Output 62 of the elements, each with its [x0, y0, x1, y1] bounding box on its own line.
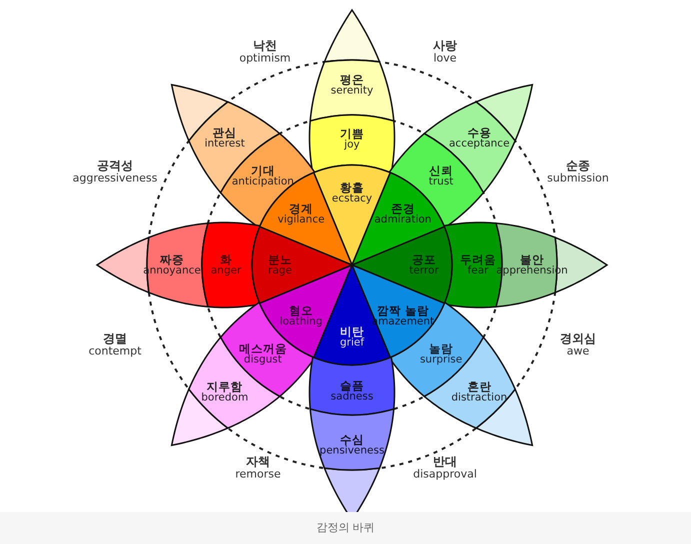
emotion-translation: anger — [210, 266, 242, 277]
emotion-name: 분노 — [268, 253, 292, 266]
emotion-translation: disgust — [244, 354, 282, 366]
emotion-translation: pensiveness — [320, 446, 384, 457]
emotion-name: 혐오 — [289, 304, 314, 316]
emotion-translation: admiration — [374, 214, 432, 226]
dyad-name: 반대 — [432, 455, 458, 469]
emotion-name: 메스꺼움 — [238, 342, 287, 355]
dyad-translation: submission — [547, 172, 609, 185]
emotion-translation: sadness — [330, 392, 374, 403]
caption: 감정의 바퀴 — [316, 520, 375, 535]
emotion-name: 공포 — [412, 253, 436, 266]
emotion-name: 짜증 — [159, 253, 185, 266]
dyad-translation: disapproval — [413, 468, 477, 481]
emotion-name: 지루함 — [206, 380, 243, 393]
dyad-name: 공격성 — [96, 159, 134, 173]
emotion-translation: interest — [204, 138, 245, 150]
dyad-name: 경멸 — [102, 332, 128, 346]
emotion-name: 두려움 — [460, 253, 496, 266]
emotion-name: 혼란 — [467, 380, 492, 393]
emotion-name: 기쁨 — [340, 127, 364, 140]
dyad-translation: remorse — [235, 468, 281, 481]
dyad-name: 사랑 — [433, 39, 457, 53]
dyad-translation: optimism — [239, 52, 291, 65]
emotion-name: 불안 — [520, 253, 544, 266]
emotion-name: 비탄 — [340, 325, 364, 338]
emotion-name: 슬픔 — [340, 379, 364, 392]
emotion-name: 수심 — [340, 433, 364, 446]
emotion-translation: terror — [409, 266, 439, 277]
emotion-name: 황홀 — [340, 181, 364, 194]
emotion-translation: trust — [428, 176, 454, 188]
emotion-translation: surprise — [420, 354, 462, 366]
emotion-translation: fear — [468, 266, 488, 277]
emotion-translation: acceptance — [449, 138, 510, 150]
emotion-name: 신뢰 — [428, 164, 454, 176]
emotion-name: 경계 — [289, 202, 314, 215]
emotion-translation: vigilance — [278, 214, 325, 226]
emotion-translation: serenity — [330, 86, 374, 97]
emotion-name: 화 — [219, 253, 233, 266]
emotion-name: 깜짝 놀람 — [376, 304, 429, 316]
dyad-name: 순종 — [565, 159, 591, 173]
dyad-translation: awe — [566, 346, 590, 358]
emotion-translation: ecstacy — [332, 194, 372, 205]
emotion-translation: grief — [340, 338, 364, 349]
emotion-name: 놀람 — [429, 342, 454, 355]
emotion-name: 평온 — [340, 73, 364, 86]
emotion-translation: distraction — [451, 392, 508, 404]
emotion-translation: rage — [268, 266, 292, 277]
emotion-translation: joy — [344, 140, 360, 151]
emotion-name: 관심 — [212, 126, 237, 138]
emotion-name: 기대 — [250, 164, 275, 176]
emotion-translation: loathing — [280, 316, 322, 328]
emotion-translation: anticipation — [232, 176, 294, 188]
dyad-name: 경외심 — [560, 332, 596, 346]
dyad-name: 낙천 — [252, 39, 278, 53]
emotion-name: 존경 — [390, 202, 415, 215]
emotion-translation: boredom — [201, 392, 248, 404]
emotion-name: 수용 — [467, 126, 492, 138]
dyad-translation: contempt — [88, 346, 142, 358]
dyad-translation: aggressiveness — [72, 172, 158, 185]
dyad-translation: love — [433, 52, 457, 65]
dyad-name: 자책 — [245, 455, 271, 469]
